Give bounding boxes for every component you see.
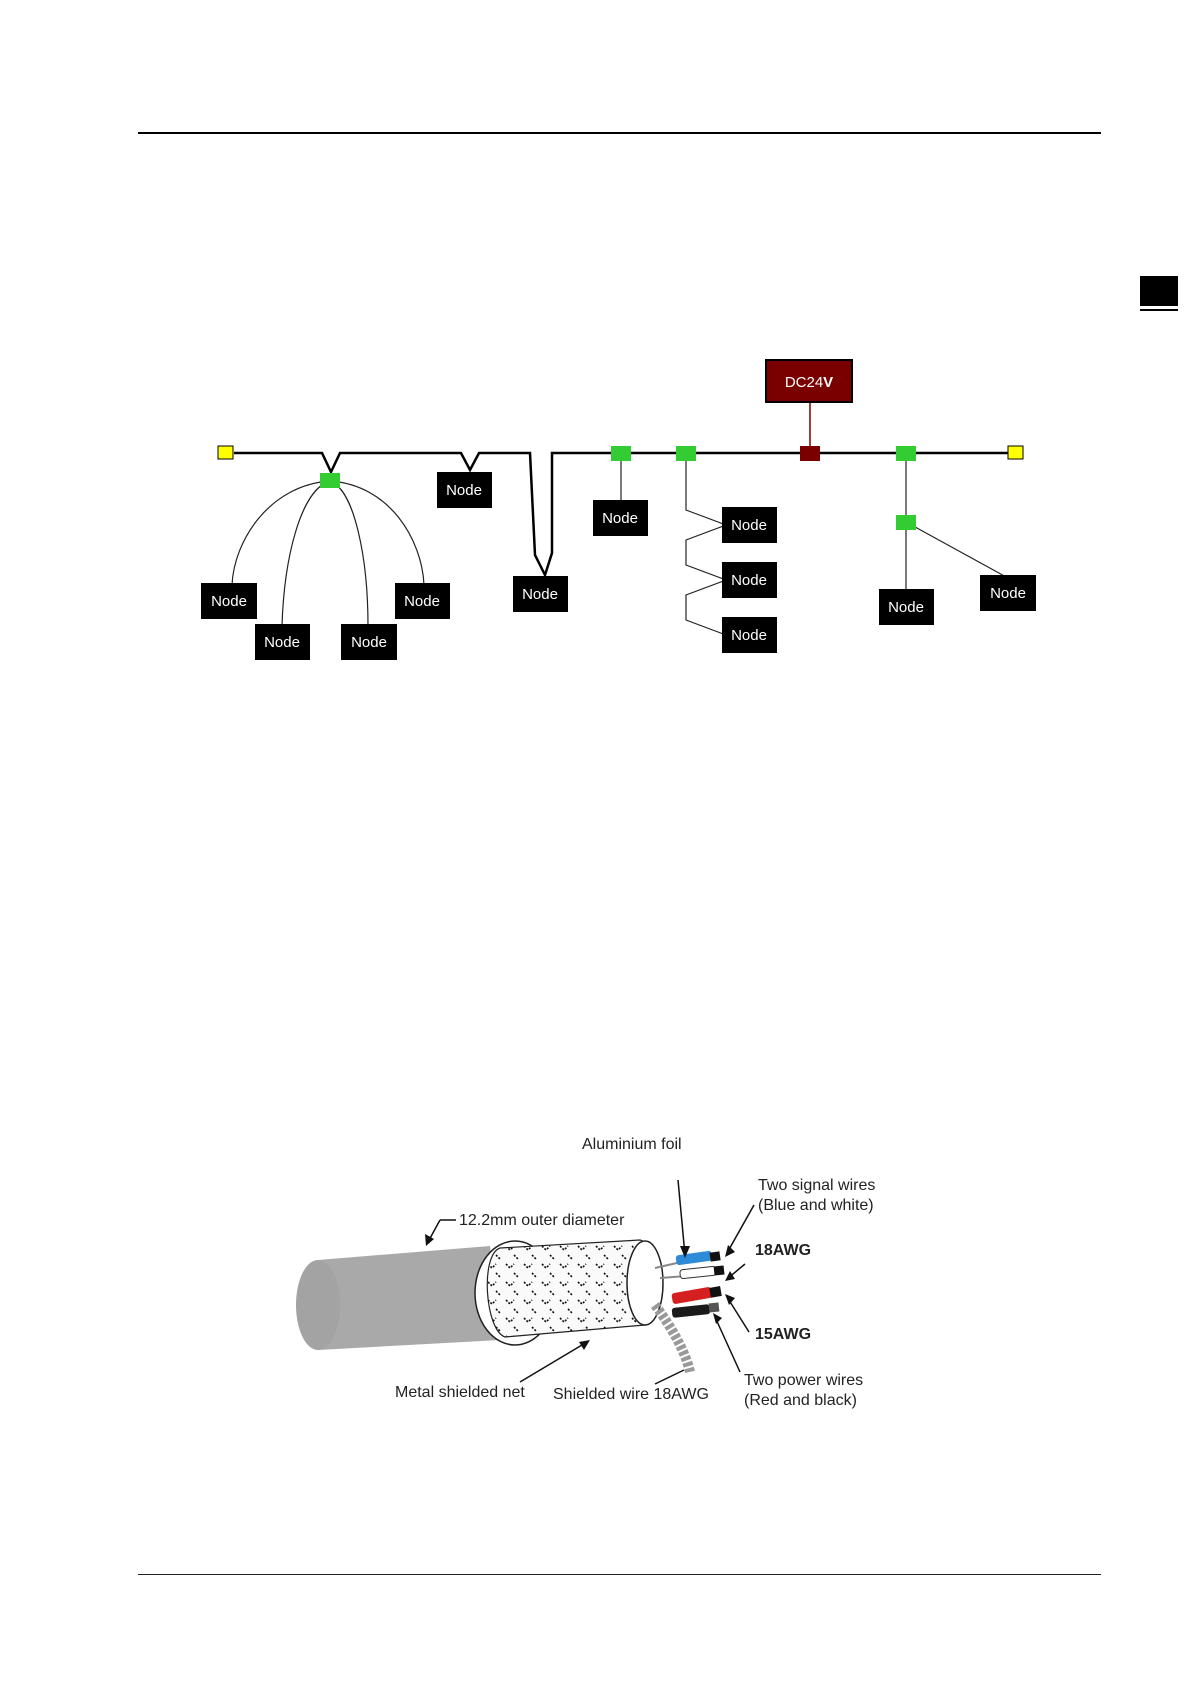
multiport-tap xyxy=(320,473,340,488)
drop-tap-3 xyxy=(896,446,916,461)
label-metal-shield: Metal shielded net xyxy=(395,1384,525,1401)
label-aluminium-foil: Aluminium foil xyxy=(582,1136,682,1153)
node: Node xyxy=(879,589,934,625)
svg-text:Node: Node xyxy=(351,634,387,651)
label-power-gauge: 15AWG xyxy=(755,1326,811,1343)
svg-text:Node: Node xyxy=(264,634,300,651)
node: Node xyxy=(980,575,1036,611)
label-power-wires: Two power wires xyxy=(744,1372,863,1389)
node: Node xyxy=(201,583,257,619)
power-wire-red xyxy=(671,1287,712,1305)
label-outer-diameter: 12.2mm outer diameter xyxy=(459,1212,625,1229)
node: Node xyxy=(593,500,648,536)
svg-text:Node: Node xyxy=(990,585,1026,602)
svg-text:Node: Node xyxy=(404,593,440,610)
label-shield-wire: Shielded wire 18AWG xyxy=(553,1386,709,1403)
node: Node xyxy=(437,472,492,508)
signal-wire-blue xyxy=(675,1251,712,1266)
power-supply: DC24V xyxy=(766,360,852,402)
node: Node xyxy=(395,583,450,619)
label-signal-wires-colors: (Blue and white) xyxy=(758,1197,874,1214)
node: Node xyxy=(341,624,397,660)
svg-text:Node: Node xyxy=(731,627,767,644)
svg-text:Node: Node xyxy=(446,482,482,499)
label-signal-gauge: 18AWG xyxy=(755,1242,811,1259)
drop-tap-1 xyxy=(611,446,631,461)
power-supply-label: DC24 xyxy=(785,374,823,391)
cable-illustration: Aluminium foil 12.2mm outer diameter Two… xyxy=(296,1136,875,1409)
node: Node xyxy=(255,624,310,660)
node: Node xyxy=(722,617,777,653)
svg-text:Node: Node xyxy=(522,586,558,603)
label-power-wires-colors: (Red and black) xyxy=(744,1392,857,1409)
svg-text:Node: Node xyxy=(602,510,638,527)
power-tap xyxy=(800,446,820,461)
label-signal-wires: Two signal wires xyxy=(758,1177,875,1194)
svg-text:Node: Node xyxy=(731,572,767,589)
svg-text:Node: Node xyxy=(731,517,767,534)
node: Node xyxy=(722,507,777,543)
node: Node xyxy=(722,562,777,598)
node: Node xyxy=(513,576,568,612)
svg-text:DC24V: DC24V xyxy=(785,374,833,391)
svg-text:Node: Node xyxy=(211,593,247,610)
svg-text:Node: Node xyxy=(888,599,924,616)
terminator-right xyxy=(1008,446,1023,459)
branch-tap xyxy=(896,515,916,530)
drop-tap-2 xyxy=(676,446,696,461)
terminator-left xyxy=(218,446,233,459)
power-supply-unit: V xyxy=(823,374,833,391)
